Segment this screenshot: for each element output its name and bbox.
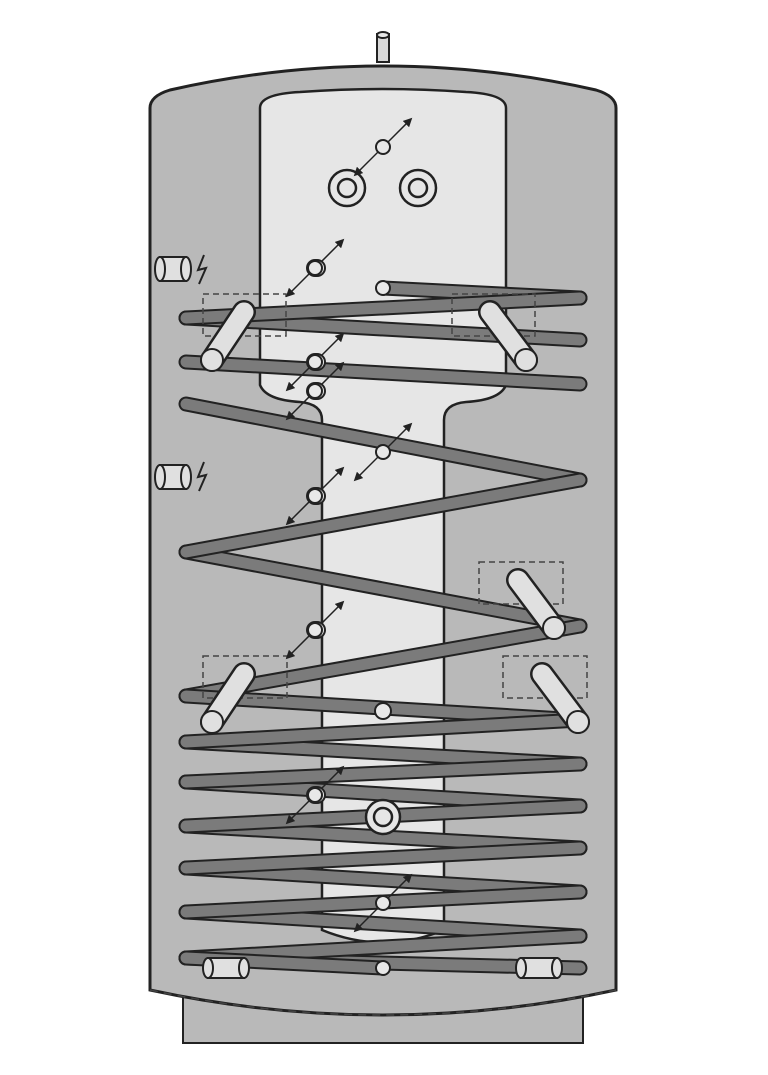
coil-pipe-segment bbox=[178, 472, 588, 560]
thermowell-arrow-icon bbox=[285, 765, 345, 825]
side-ports bbox=[154, 254, 208, 492]
pipe-nozzle-icon bbox=[478, 300, 538, 372]
pipe-nozzle-icon bbox=[515, 957, 563, 979]
heat-exchanger-coils bbox=[178, 280, 588, 976]
thermowell-arrow-icon bbox=[285, 361, 345, 421]
sensor-port-icon bbox=[375, 960, 391, 976]
coil-pipe-segment bbox=[178, 840, 588, 876]
pipe-nozzle-icon bbox=[200, 662, 256, 734]
sensor-port-icon bbox=[154, 256, 192, 282]
connection-boxes bbox=[202, 293, 588, 699]
coil-pipe-segment bbox=[178, 756, 588, 790]
sensor-port-icon bbox=[154, 464, 192, 490]
flange-icon bbox=[398, 168, 438, 208]
sensor-port-icon bbox=[375, 280, 391, 296]
connection-nozzles bbox=[200, 300, 590, 734]
connection-box-upper-right bbox=[451, 293, 536, 337]
coil-pipe-segment bbox=[178, 354, 588, 392]
thermowell-arrow-icon bbox=[285, 600, 345, 660]
pipe-nozzle-icon bbox=[202, 957, 250, 979]
pipe-nozzle-icon bbox=[530, 662, 590, 734]
connection-box-lower-left bbox=[202, 655, 288, 699]
thermowell-arrow-icon bbox=[353, 422, 413, 482]
sensor-port-icon bbox=[374, 702, 392, 720]
connection-box-upper-left bbox=[202, 293, 287, 337]
flange-ports bbox=[327, 168, 438, 836]
thermowells bbox=[285, 117, 413, 976]
flange-icon bbox=[364, 798, 402, 836]
bottom-nozzles bbox=[202, 957, 563, 979]
coil-pipe-segment bbox=[178, 712, 588, 750]
coil-pipe-segment bbox=[178, 544, 588, 634]
pipe-nozzle-icon bbox=[200, 300, 256, 372]
connection-box-middle-right bbox=[478, 561, 564, 605]
lightning-bolt-icon bbox=[196, 461, 208, 492]
thermowell-arrow-icon bbox=[353, 873, 413, 933]
thermowell-arrow-icon bbox=[285, 238, 345, 298]
flange-icon bbox=[327, 168, 367, 208]
connection-box-lower-right bbox=[502, 655, 588, 699]
pipe-nozzle-icon bbox=[506, 568, 566, 640]
coil-pipe-segment bbox=[178, 618, 588, 704]
lightning-bolt-icon bbox=[196, 254, 208, 285]
thermowell-arrow-icon bbox=[353, 117, 413, 177]
top-vent-pipe bbox=[376, 31, 390, 63]
thermowell-arrow-icon bbox=[285, 466, 345, 526]
